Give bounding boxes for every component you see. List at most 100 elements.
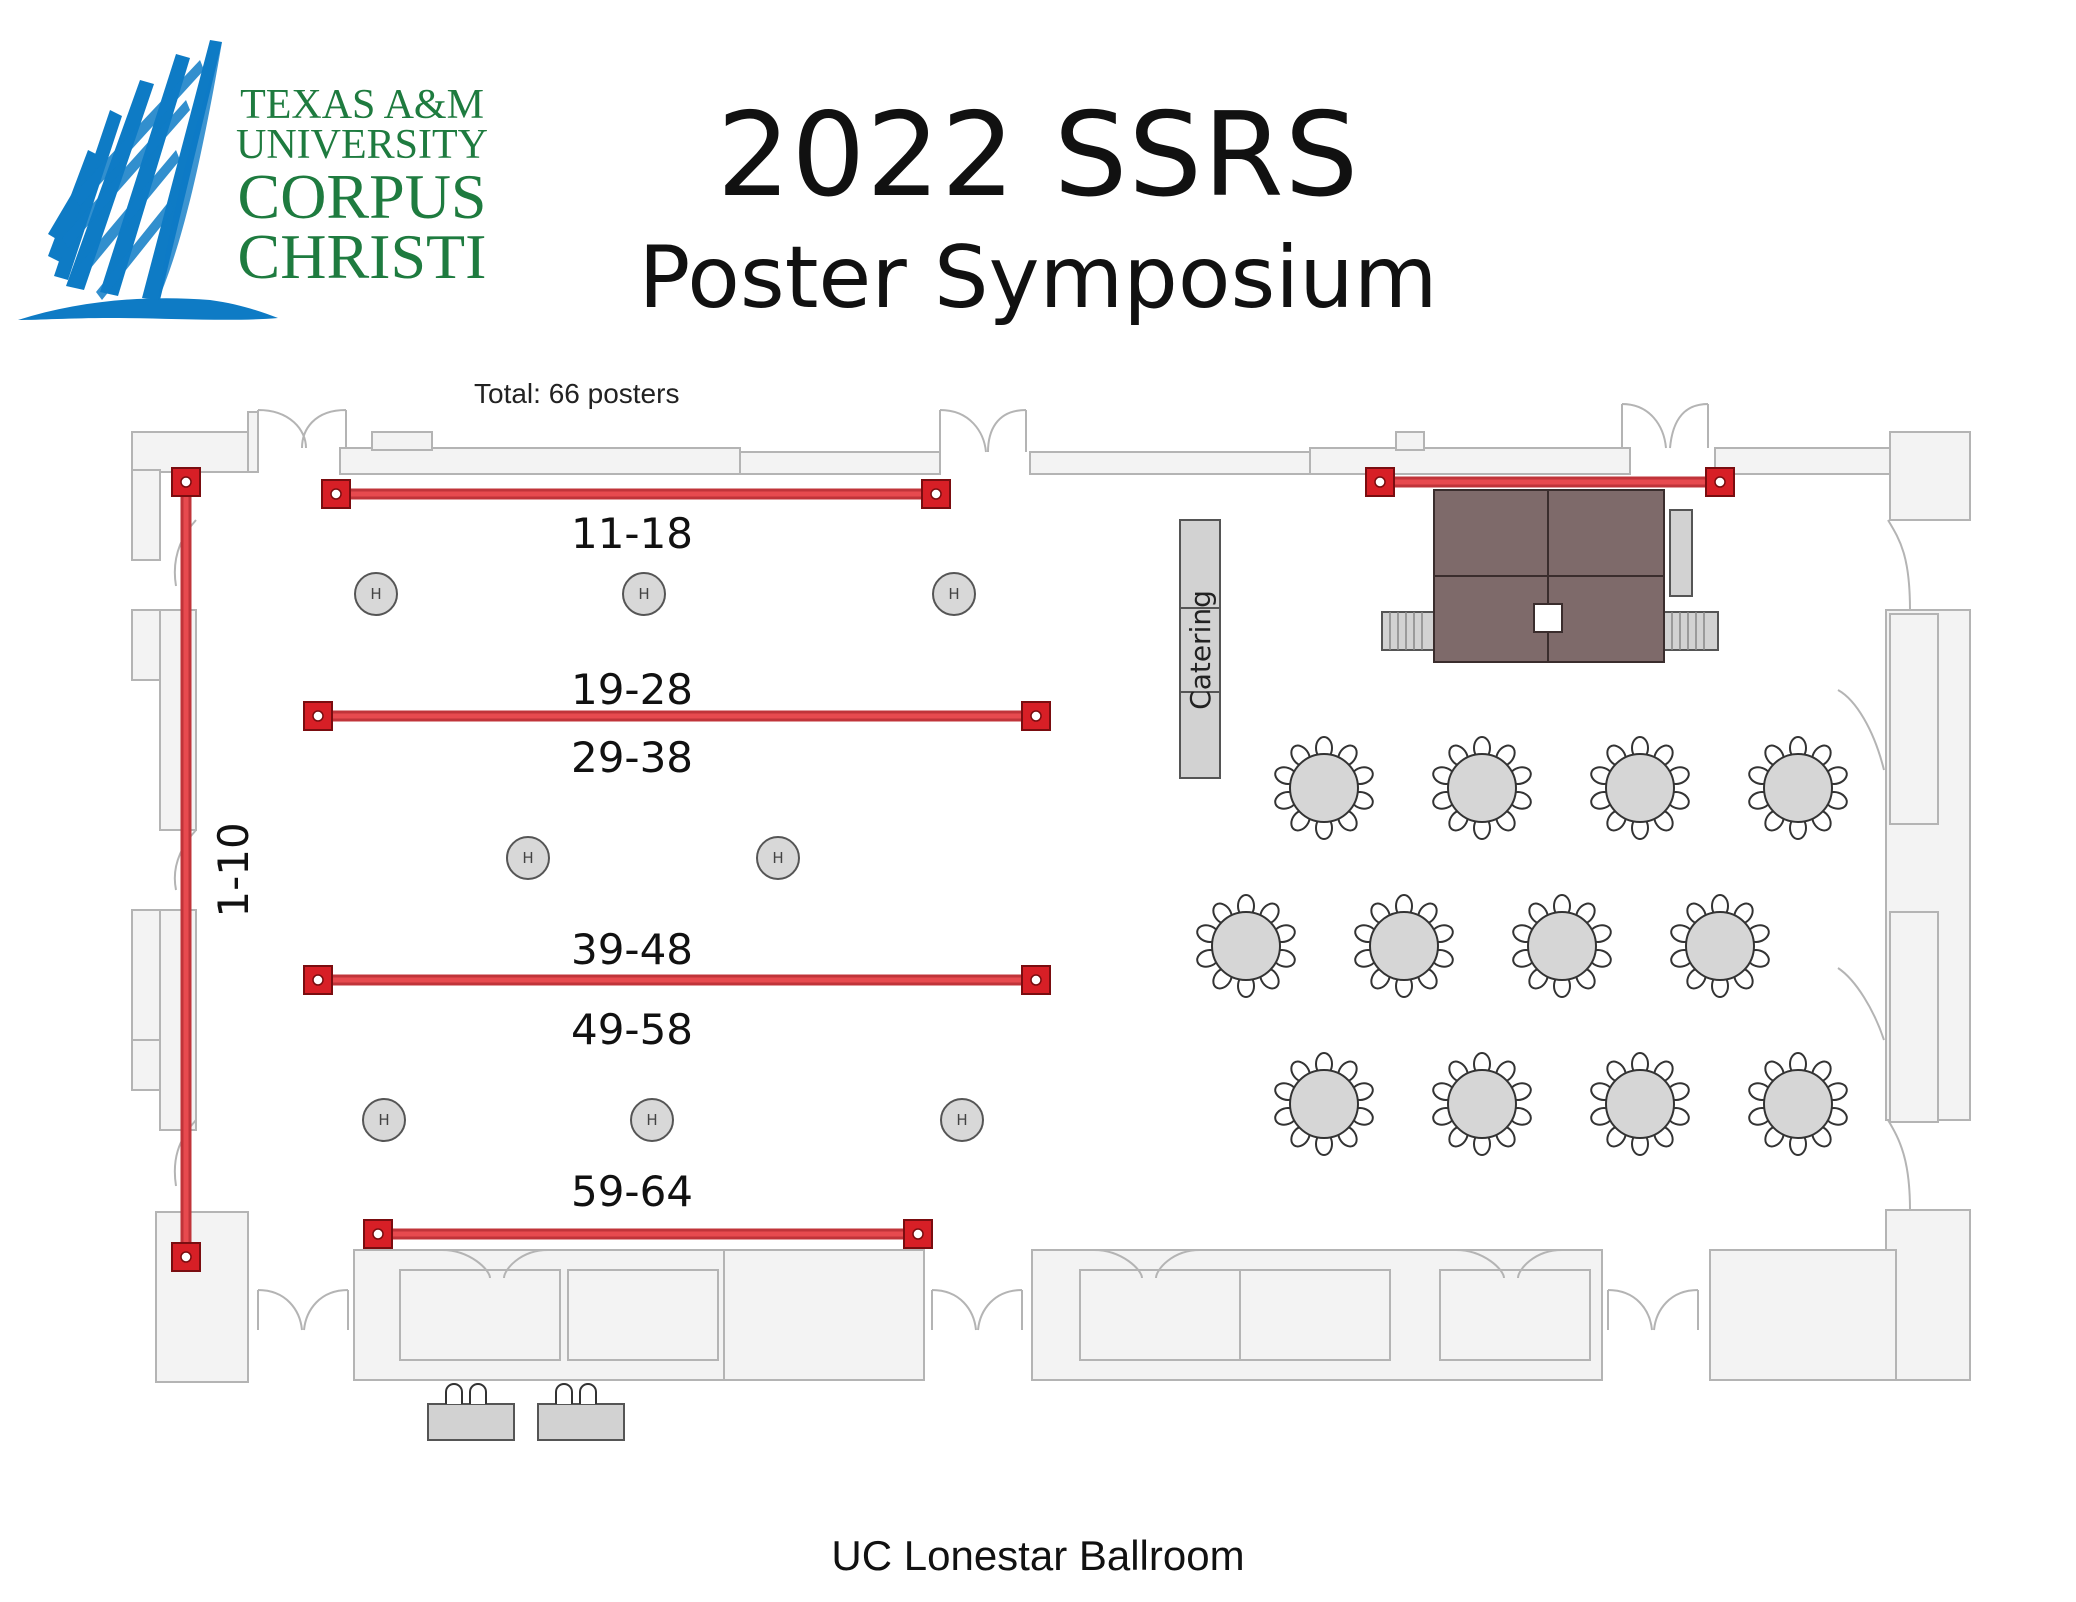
pillar-icon: H: [362, 1098, 406, 1142]
round-table: [1763, 1069, 1833, 1139]
rail-node: [363, 1219, 393, 1249]
wall-segment: [567, 1269, 719, 1361]
door-bottom-3: [1607, 1289, 1699, 1331]
row-label-11-18: 11-18: [571, 509, 693, 558]
page-subtitle: Poster Symposium: [638, 228, 1438, 328]
wall-segment: [1889, 613, 1939, 825]
outside-tables: [427, 1383, 625, 1441]
round-table-with-chairs: [1196, 894, 1296, 998]
wall-segment: [371, 431, 433, 451]
rail-node: [303, 701, 333, 731]
wall-segment: [1395, 431, 1425, 451]
round-table: [1605, 1069, 1675, 1139]
round-table-with-chairs: [1432, 736, 1532, 840]
round-table-with-chairs: [1512, 894, 1612, 998]
svg-text:H: H: [378, 1111, 389, 1129]
svg-text:H: H: [638, 585, 649, 603]
logo-line-2: UNIVERSITY: [236, 122, 488, 168]
wall-segment: [1889, 431, 1971, 521]
row-label-19-28: 19-28: [571, 665, 693, 714]
svg-text:H: H: [772, 849, 783, 867]
wall-segment: [723, 1249, 925, 1381]
round-table-with-chairs: [1670, 894, 1770, 998]
ballroom-walls: [131, 403, 1971, 1383]
wall-segment: [131, 609, 161, 681]
rail-node: [1021, 701, 1051, 731]
rail-node: [921, 479, 951, 509]
page-title: 2022 SSRS: [716, 88, 1360, 223]
logo-line-4: CHRISTI: [238, 221, 487, 292]
round-table-with-chairs: [1274, 1052, 1374, 1156]
round-table: [1763, 753, 1833, 823]
round-table-with-chairs: [1432, 1052, 1532, 1156]
rail-node: [171, 1242, 201, 1272]
round-table: [1369, 911, 1439, 981]
logo-line-3: CORPUS: [238, 161, 487, 232]
pillar-icon: H: [506, 836, 550, 880]
round-table-with-chairs: [1590, 1052, 1690, 1156]
venue-label: UC Lonestar Ballroom: [831, 1532, 1245, 1579]
svg-text:H: H: [956, 1111, 967, 1129]
wall-segment: [155, 1211, 249, 1383]
svg-text:H: H: [370, 585, 381, 603]
pillar-icon: H: [940, 1098, 984, 1142]
door-bottom-inner: [441, 1249, 1563, 1279]
round-table: [1211, 911, 1281, 981]
rail-node: [1705, 467, 1735, 497]
row-label-1-10: 1-10: [209, 822, 258, 917]
wall-segment: [739, 451, 941, 475]
round-table-with-chairs: [1274, 736, 1374, 840]
wall-segment: [1885, 1209, 1971, 1381]
university-logo: TEXAS A&M UNIVERSITY CORPUS CHRISTI: [18, 40, 488, 320]
row-labels: 1-10 11-18 19-28 29-38 39-48 49-58 59-64: [209, 509, 693, 1216]
round-table-with-chairs: [1748, 1052, 1848, 1156]
wall-segment: [1309, 447, 1631, 475]
stage: [1381, 489, 1719, 663]
round-table: [1289, 753, 1359, 823]
round-table-with-chairs: [1590, 736, 1690, 840]
door-top-1: [257, 409, 347, 449]
podium-icon: [1533, 603, 1563, 633]
round-table: [1447, 1069, 1517, 1139]
pillar-icon: H: [756, 836, 800, 880]
wall-segment: [1714, 447, 1906, 475]
registration-table: [427, 1383, 515, 1441]
logo-wing-mark-icon: [18, 40, 278, 320]
registration-table: [537, 1383, 625, 1441]
wall-segment: [131, 431, 253, 473]
logo-line-1: TEXAS A&M: [240, 82, 484, 128]
svg-text:H: H: [948, 585, 959, 603]
door-bottom-2: [931, 1289, 1023, 1331]
pillar-icon: H: [354, 572, 398, 616]
pillar-icon: H: [630, 1098, 674, 1142]
catering-label: Catering: [1184, 590, 1217, 710]
round-table-with-chairs: [1748, 736, 1848, 840]
round-tables: [1196, 736, 1848, 1156]
wall-segment: [247, 411, 259, 473]
row-label-59-64: 59-64: [571, 1167, 693, 1216]
rail-node: [1365, 467, 1395, 497]
door-top-2: [939, 409, 1027, 453]
wall-segment: [399, 1269, 561, 1361]
svg-text:H: H: [646, 1111, 657, 1129]
wall-segment: [131, 1039, 161, 1091]
round-table: [1527, 911, 1597, 981]
row-label-29-38: 29-38: [571, 733, 693, 782]
total-posters-label: Total: 66 posters: [474, 378, 680, 409]
wall-segment: [1889, 911, 1939, 1123]
round-table: [1289, 1069, 1359, 1139]
pillar-icon: H: [622, 572, 666, 616]
rail-node: [321, 479, 351, 509]
door-right: [1837, 519, 1911, 1211]
door-bottom-1: [257, 1289, 349, 1331]
round-table: [1605, 753, 1675, 823]
rail-node: [903, 1219, 933, 1249]
door-top-3: [1621, 403, 1709, 449]
round-table: [1447, 753, 1517, 823]
catering-table: Catering: [1179, 519, 1221, 779]
rail-node: [1021, 965, 1051, 995]
rail-node: [171, 467, 201, 497]
svg-text:H: H: [522, 849, 533, 867]
wall-segment: [1709, 1249, 1897, 1381]
